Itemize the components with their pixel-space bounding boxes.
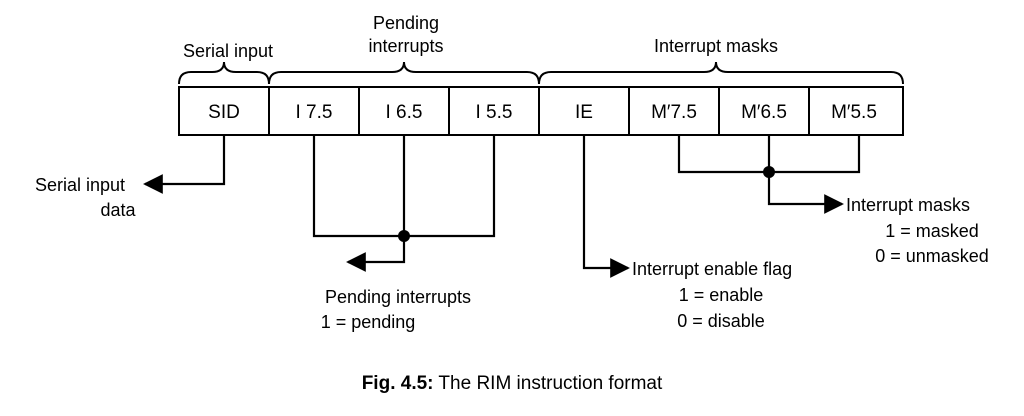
cell-ie: IE <box>575 102 593 123</box>
cell-i65: I 6.5 <box>386 102 423 123</box>
interrupt-enable-title: Interrupt enable flag <box>632 259 792 279</box>
interrupt-enable-value1: 1 = enable <box>679 285 764 305</box>
register: SID I 7.5 I 6.5 I 5.5 IE M′7.5 M′6.5 M′5… <box>178 86 904 136</box>
serial-input-group-label: Serial input <box>183 41 273 61</box>
interrupt-masks-connector <box>767 172 844 214</box>
figure-caption-label: Fig. 4.5: <box>362 373 434 394</box>
cell-m55: M′5.5 <box>831 102 877 123</box>
interrupt-masks-title: Interrupt masks <box>846 195 970 215</box>
interrupt-enable-connector <box>582 135 630 278</box>
serial-input-brace <box>178 61 270 85</box>
interrupt-masks-group-label: Interrupt masks <box>654 36 778 56</box>
interrupt-enable-value0: 0 = disable <box>677 311 765 331</box>
register-outline <box>178 86 904 136</box>
cell-sid: SID <box>208 102 240 123</box>
serial-input-connector <box>143 135 226 194</box>
serial-input-data-label-line2: data <box>100 200 136 220</box>
pending-interrupts-brace <box>268 61 540 85</box>
interrupt-masks-value1: 1 = masked <box>885 221 979 241</box>
interrupt-masks-value0: 0 = unmasked <box>875 246 989 266</box>
cell-m65: M′6.5 <box>741 102 787 123</box>
serial-input-data-label-line1: Serial input <box>35 175 125 195</box>
pending-group-label-line2: interrupts <box>368 36 443 56</box>
cell-i55: I 5.5 <box>476 102 513 123</box>
pending-interrupts-connector <box>346 236 406 272</box>
pending-interrupts-value: 1 = pending <box>321 312 416 332</box>
cell-i75: I 7.5 <box>296 102 333 123</box>
pending-interrupts-bracket <box>312 135 496 238</box>
pending-interrupts-title: Pending interrupts <box>325 287 471 307</box>
figure-caption-text: The RIM instruction format <box>434 373 664 394</box>
figure-caption: Fig. 4.5: The RIM instruction format <box>362 373 663 394</box>
interrupt-masks-brace <box>538 61 904 85</box>
cell-m75: M′7.5 <box>651 102 697 123</box>
pending-group-label-line1: Pending <box>373 13 439 33</box>
